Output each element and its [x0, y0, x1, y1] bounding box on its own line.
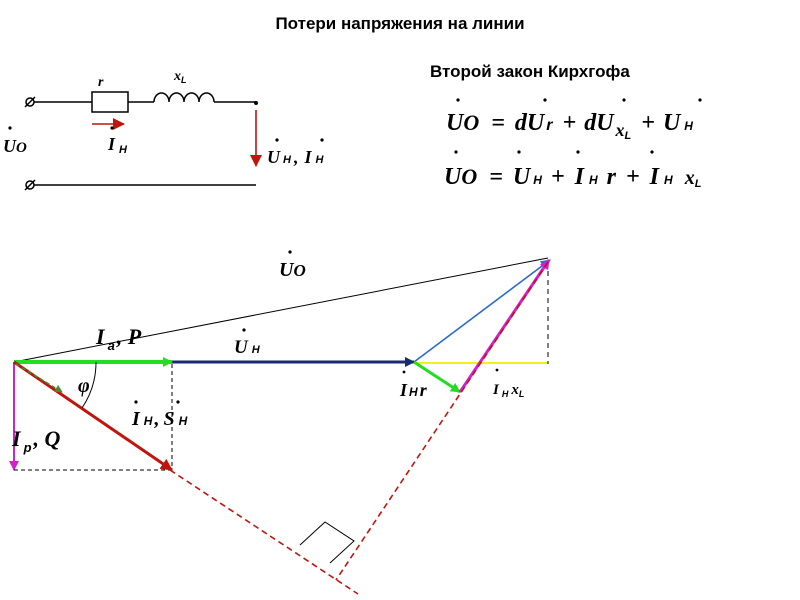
in-dashed-extension: [169, 469, 359, 595]
label-uo-diagram: UO: [279, 259, 306, 281]
label-uo-circuit: UO: [3, 136, 27, 156]
kirchhoff-subtitle: Второй закон Кирхгофа: [430, 62, 630, 81]
inductor-xl: [153, 92, 215, 103]
label-r: r: [98, 75, 104, 90]
right-angle-marker: [299, 521, 355, 564]
svg-text:UO = UН +: UO = UН + IН r + IН xL: [444, 164, 702, 190]
label-phi: φ: [78, 375, 90, 397]
perpendicular-dashed-line: [335, 261, 549, 581]
label-xl: xL: [173, 69, 187, 85]
phi-arc: [81, 361, 97, 409]
uo-phasor-line: [13, 257, 549, 363]
uo-blue-arrow: [413, 259, 551, 363]
ir-phasor-arrow: [413, 360, 461, 394]
resistor-r: [91, 91, 129, 113]
olive-dashed-arrow: [15, 363, 63, 393]
in-phasor-arrow: [13, 360, 173, 472]
page-title: Потери напряжения на линии: [275, 14, 525, 33]
